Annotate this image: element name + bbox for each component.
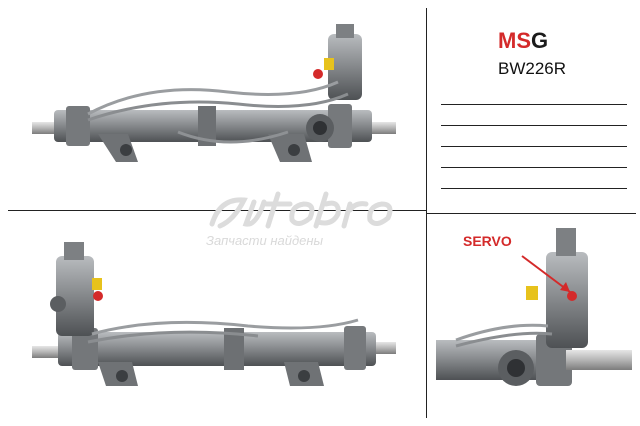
note-line xyxy=(441,188,627,189)
note-line xyxy=(441,167,627,168)
note-line xyxy=(441,125,627,126)
servo-arrowhead xyxy=(560,282,570,292)
brand-suffix: G xyxy=(531,28,549,53)
servo-pointer-arrow xyxy=(521,255,571,293)
note-line xyxy=(441,146,627,147)
servo-label: SERVO xyxy=(463,233,512,249)
watermark-logo xyxy=(209,191,393,229)
steering-rack-top-image xyxy=(32,24,396,162)
note-line xyxy=(441,104,627,105)
right-horizontal-divider xyxy=(426,213,636,214)
steering-rack-bottom-image xyxy=(32,242,396,386)
part-code: BW226R xyxy=(498,59,567,78)
brand-logo: MSG xyxy=(498,28,548,54)
servo-detail-image xyxy=(436,228,632,386)
brand-prefix: MS xyxy=(498,28,531,53)
watermark-tagline: Запчасти найдены xyxy=(206,233,324,248)
